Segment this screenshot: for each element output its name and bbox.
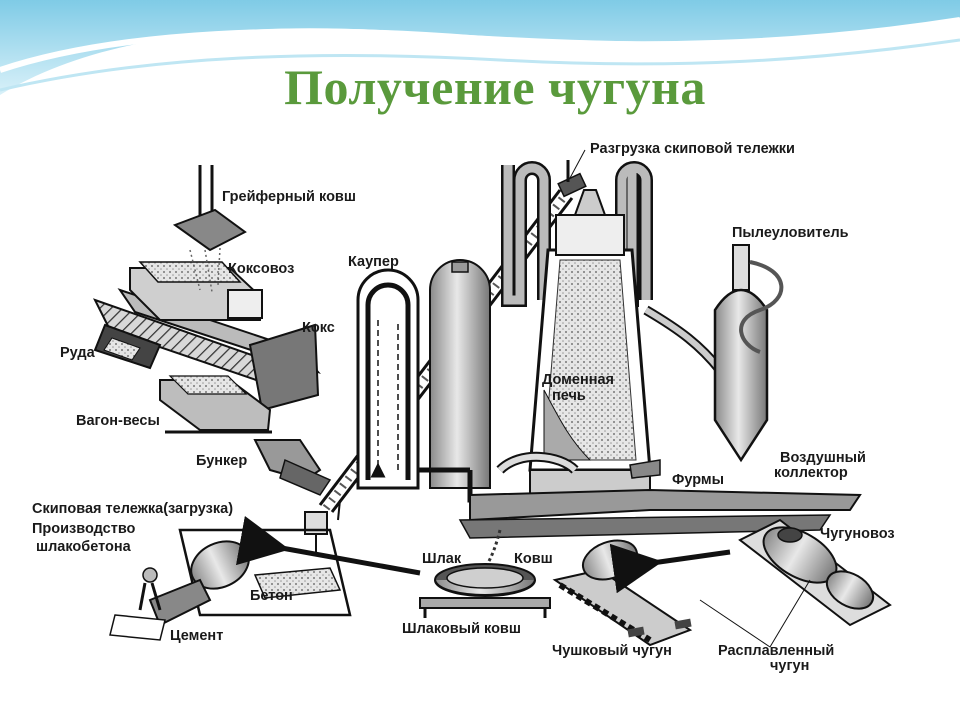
skip-cart-loading	[304, 511, 328, 555]
flow-arrow-iron	[609, 543, 731, 594]
coke-car	[129, 261, 264, 321]
label-molten-iron-1: Расплавленный	[718, 643, 834, 659]
label-cowper: Каупер	[348, 254, 399, 270]
label-molten-iron-2: чугун	[770, 658, 809, 674]
slag-ladle	[419, 529, 551, 618]
label-coke: Кокс	[302, 320, 335, 336]
label-ladle: Ковш	[514, 551, 553, 567]
label-air-collector-1: Воздушный	[780, 450, 866, 466]
cowper-stove-1	[356, 268, 420, 490]
label-slag-concrete-1: Производство	[32, 521, 136, 537]
label-skip-unload: Разгрузка скиповой тележки	[590, 141, 795, 157]
label-scale-car: Вагон-весы	[76, 413, 160, 429]
label-grab-bucket: Грейферный ковш	[222, 189, 356, 205]
label-blast-furnace-2: печь	[552, 388, 586, 404]
pig-casting-machine	[552, 539, 693, 647]
flow-arrow-slag	[235, 515, 421, 576]
label-slag-concrete-2: шлакобетона	[36, 539, 132, 555]
label-cement: Цемент	[170, 628, 223, 644]
casting-floor	[458, 488, 862, 539]
grab-bucket	[172, 165, 247, 293]
blast-furnace	[496, 160, 661, 496]
label-bunker: Бункер	[196, 453, 247, 469]
page-title: Получение чугуна	[284, 59, 706, 115]
leader-lines	[569, 149, 811, 648]
dust-catcher	[713, 244, 784, 463]
scale-car	[159, 375, 272, 434]
label-coke-car: Коксовоз	[228, 261, 294, 277]
label-slag: Шлак	[422, 551, 462, 567]
label-blast-furnace-1: Доменная	[542, 372, 614, 388]
label-iron-car: Чугуновоз	[820, 526, 895, 542]
header-wave-decoration	[0, 0, 960, 130]
bunker	[253, 439, 332, 496]
label-skip-load: Скиповая тележка(загрузка)	[32, 501, 233, 517]
label-slag-ladle: Шлаковый ковш	[402, 621, 521, 637]
slag-concrete-plant	[109, 528, 352, 641]
label-air-collector-2: коллектор	[774, 465, 848, 481]
label-dust-catcher: Пылеуловитель	[732, 225, 849, 241]
label-ore: Руда	[60, 345, 96, 361]
label-concrete: Бетон	[250, 588, 293, 604]
iron-car	[738, 518, 892, 627]
label-pig-iron: Чушковый чугун	[552, 643, 672, 659]
label-tuyeres: Фурмы	[672, 472, 724, 488]
cowper-stove-2	[429, 259, 491, 489]
